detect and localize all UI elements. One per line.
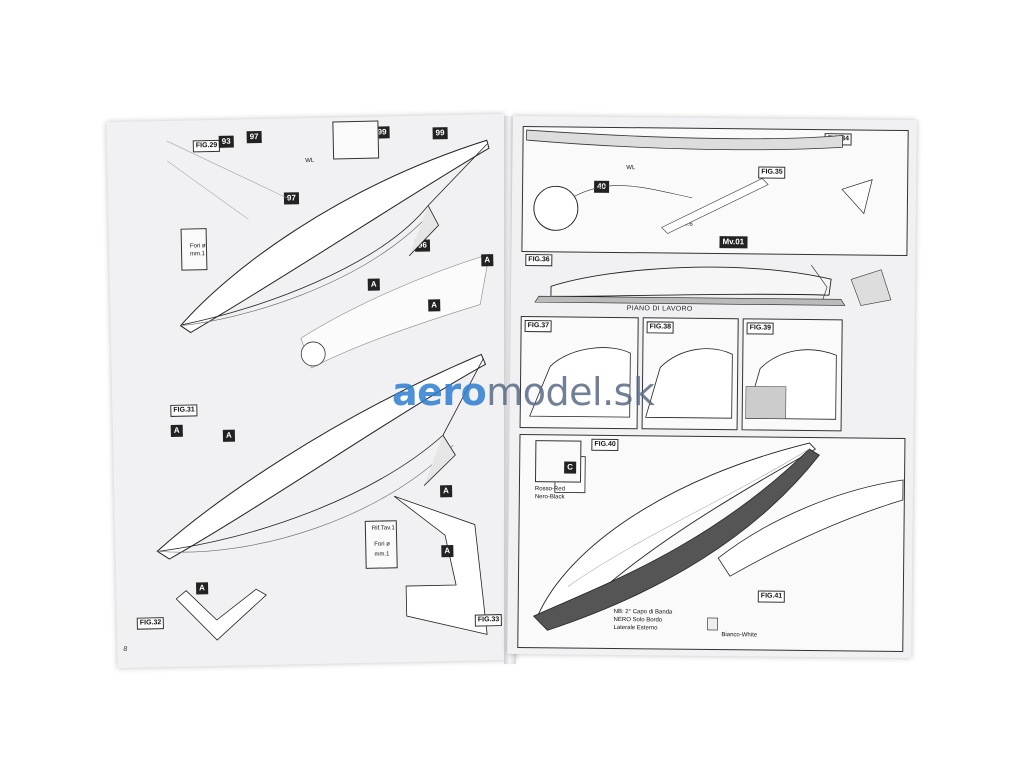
ref-note-line-3: mm.1 [374, 551, 390, 558]
legend-red: Rosso-Red [534, 486, 565, 493]
a-badge-7: A [441, 545, 454, 558]
page-number: 8 [123, 645, 128, 653]
right-page: FIG.34 FIG.35 40 WL Mv.01 mm.6 FIG.36 PI… [507, 115, 917, 659]
a-badge-5: A [222, 429, 235, 442]
hull-drawings [156, 139, 490, 641]
holes-note-line-2: mm.1 [190, 251, 206, 258]
fig-31-label: FIG.31 [170, 404, 198, 417]
watermark-suffix: model.sk [486, 370, 655, 414]
holes-note-line-1: Fori ø [189, 243, 206, 250]
holes-note-box: Fori ø mm.1 [180, 228, 208, 271]
white-paint-label: Bianco-White [721, 632, 758, 639]
left-page: FIG.29 93 97 99 99 97 96 WL A A A FIG.31… [106, 113, 516, 669]
paint-c-badge: C [564, 461, 576, 474]
a-badge-6: A [440, 485, 453, 498]
note-line-3: Laterale Esterno [613, 624, 658, 632]
fig-32-label: FIG.32 [136, 617, 165, 630]
aeromodel-watermark: aeromodel.sk [392, 370, 655, 414]
legend-black: Nero-Black [534, 494, 565, 501]
note-line-2: NERO Solo Bordo [613, 616, 663, 624]
watermark-prefix: aero [392, 370, 487, 414]
a-badge-2: A [481, 254, 494, 267]
fig-33-label: FIG.33 [474, 614, 503, 627]
ref-note-line-1: Rif.Tav.1 [371, 525, 395, 532]
a-badge-4: A [170, 424, 183, 437]
paint-spray-box: C [534, 440, 582, 483]
ref-note-line-2: Fori ø [374, 541, 390, 548]
a-badge-3: A [428, 299, 441, 312]
a-badge-1: A [367, 278, 380, 291]
right-drawings [526, 129, 904, 631]
ref-note-box: Rif.Tav.1 Fori ø mm.1 [364, 520, 398, 569]
a-badge-8: A [195, 582, 209, 595]
note-line-1: NB: 2° Capo di Banda [613, 608, 673, 616]
